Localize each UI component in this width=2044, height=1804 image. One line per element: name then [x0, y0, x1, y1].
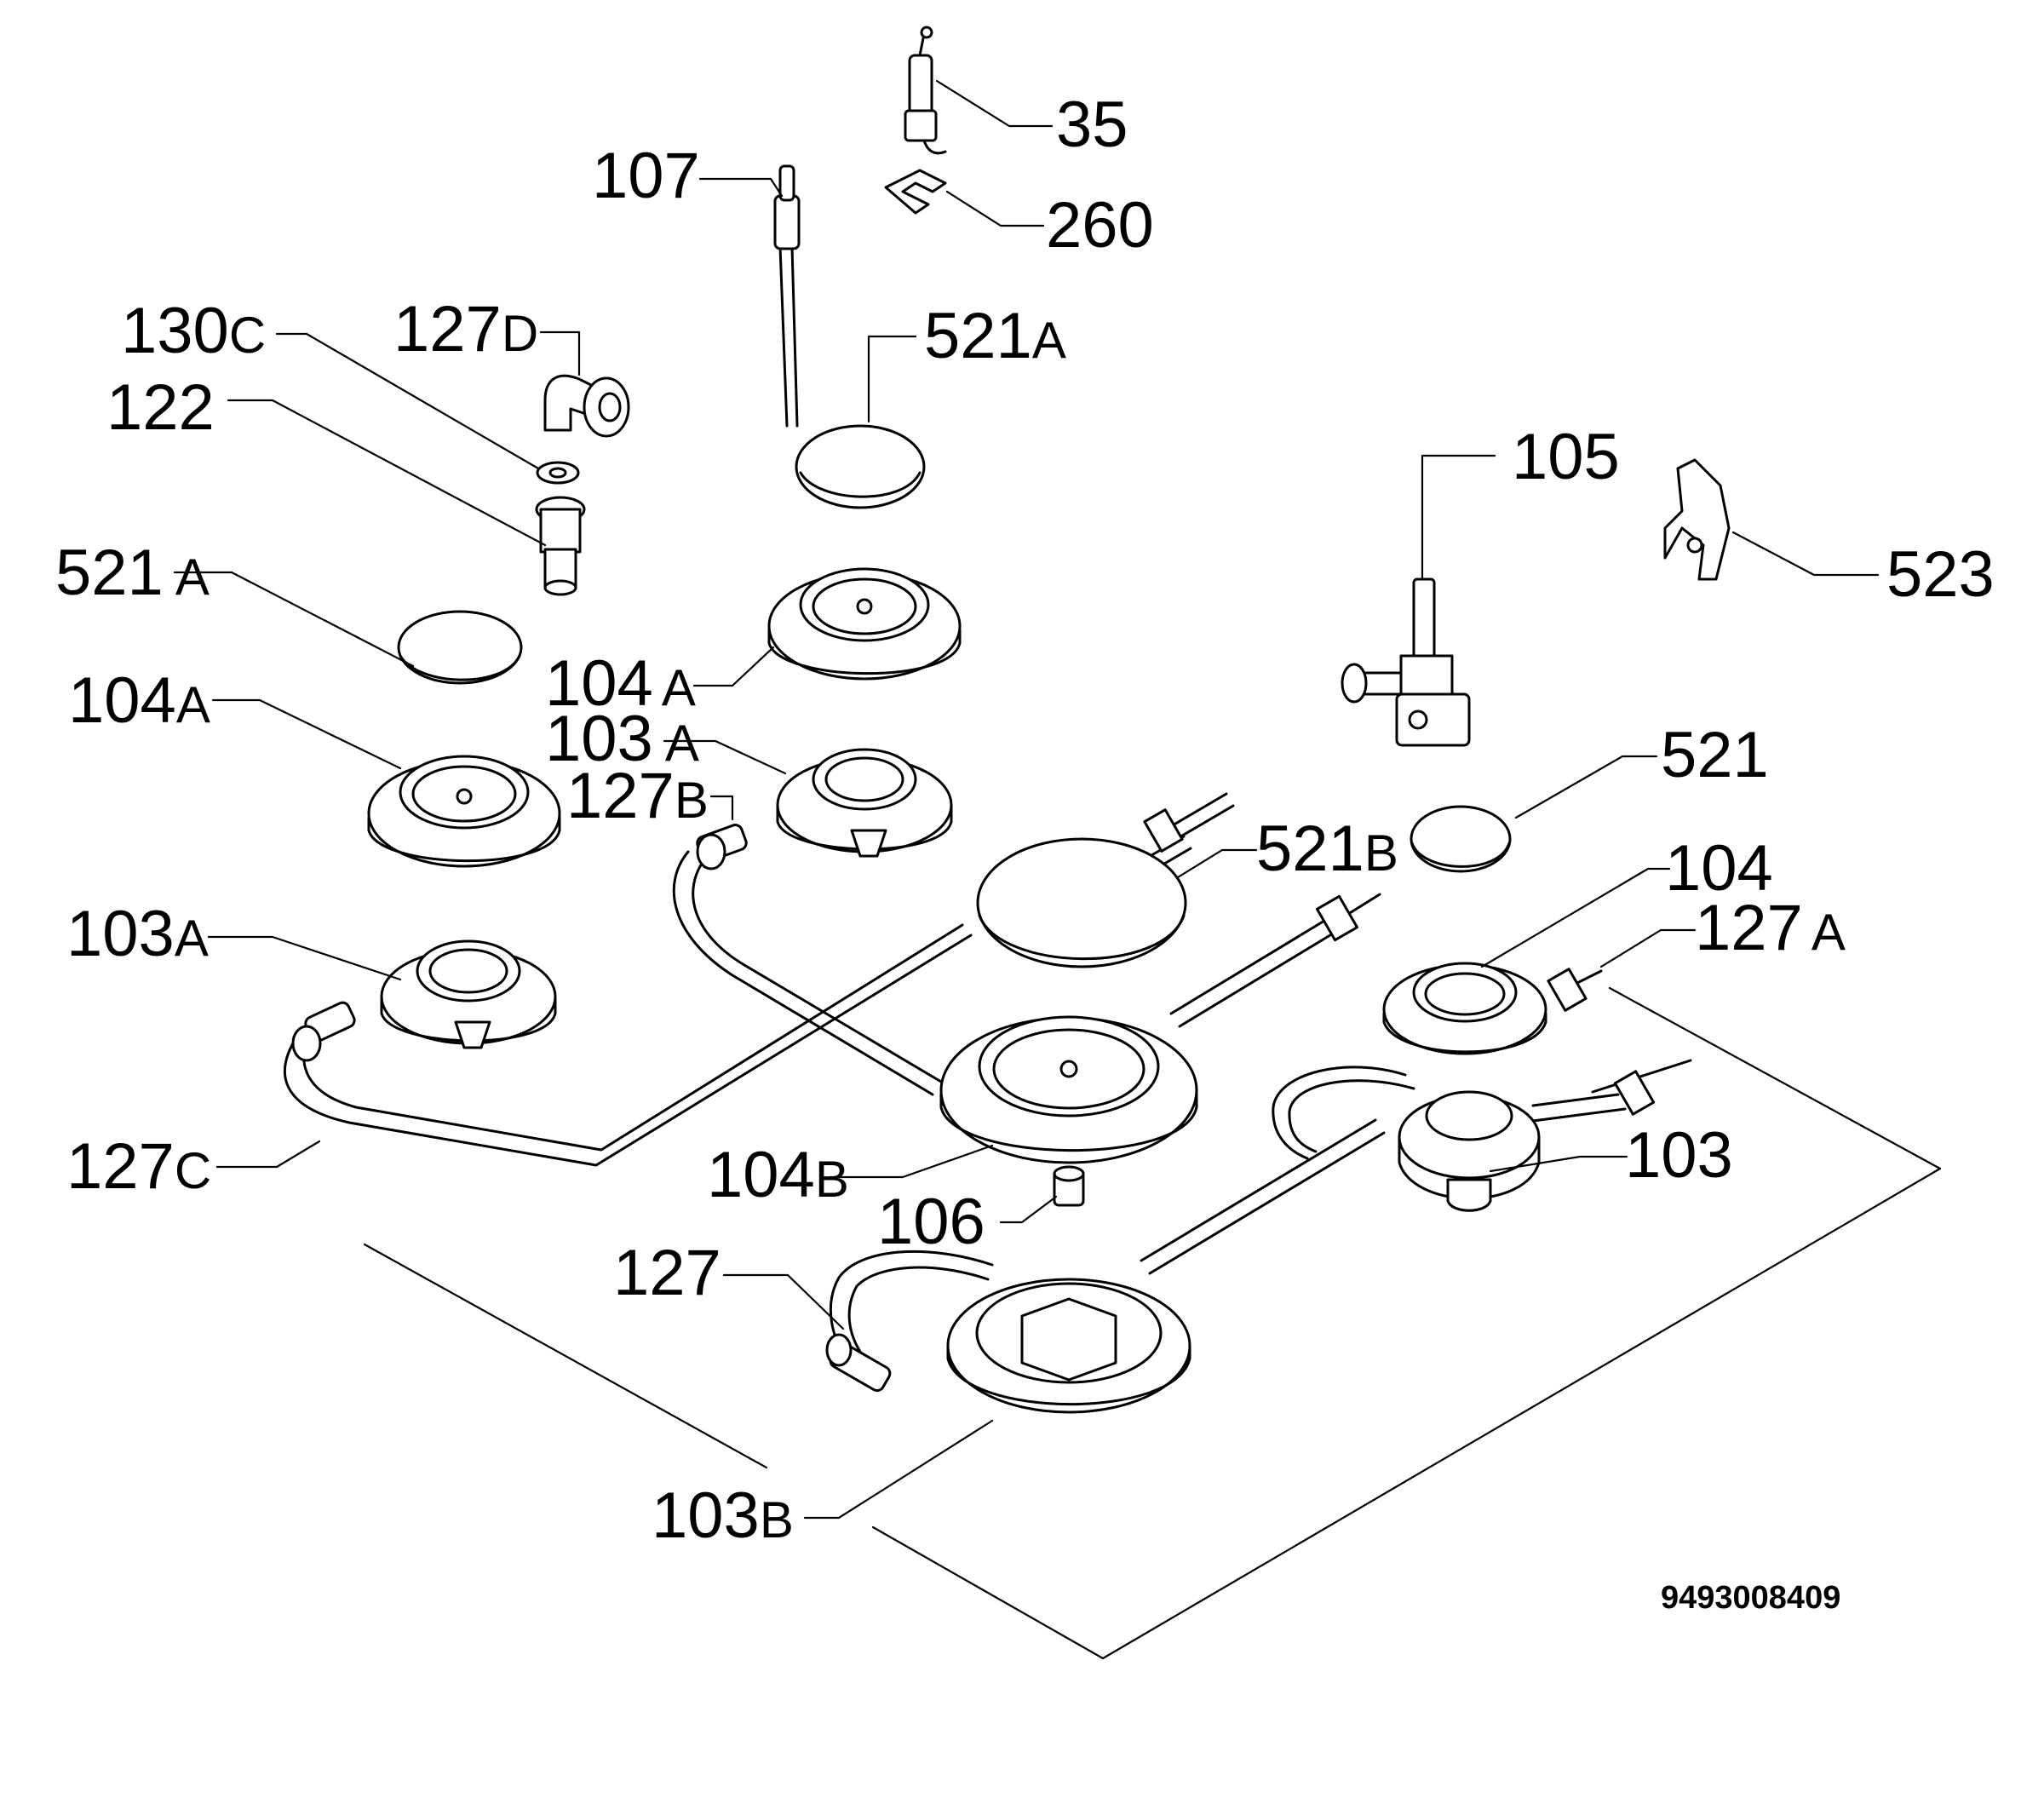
- label-103: 103: [1625, 1119, 1733, 1192]
- injector-106: [1053, 1165, 1085, 1207]
- label-104: 104: [1665, 832, 1773, 905]
- burner-cap-521b: [976, 837, 1187, 968]
- burner-104b: [939, 1015, 1198, 1164]
- burner-104: [1382, 962, 1547, 1055]
- ignition-plug-35: [904, 26, 947, 155]
- burner-base-103: [1398, 1090, 1541, 1212]
- label-107: 107: [592, 140, 700, 212]
- fitting-127c: [291, 1001, 356, 1062]
- thermocouple-107: [773, 164, 801, 428]
- burner-104a-center: [767, 567, 962, 681]
- burner-cap-521a-top: [795, 424, 926, 509]
- hob-outline: [363, 986, 1942, 1660]
- burner-base-103a-center: [776, 748, 953, 858]
- burner-104a-left: [367, 755, 561, 868]
- elbow-connector-127d: [543, 374, 630, 438]
- clip-260: [884, 169, 947, 215]
- label-104a-left: 104A: [68, 664, 210, 737]
- leader-lines: [173, 79, 1880, 1520]
- label-127c: 127C: [66, 1130, 211, 1203]
- label-127d: 127D: [393, 293, 538, 365]
- label-105: 105: [1512, 421, 1620, 493]
- label-122: 122: [106, 371, 215, 444]
- nozzle-holder-122: [535, 496, 586, 596]
- burner-cap-521: [1410, 805, 1512, 873]
- gas-valve-105: [1341, 577, 1471, 747]
- label-260: 260: [1046, 189, 1154, 261]
- label-35: 35: [1056, 89, 1128, 161]
- label-521b: 521B: [1256, 813, 1398, 885]
- label-127: 127: [613, 1237, 721, 1309]
- label-523: 523: [1886, 538, 1995, 611]
- label-103b: 103B: [652, 1479, 794, 1552]
- label-130c: 130C: [121, 295, 266, 367]
- burner-base-103a-left: [380, 939, 557, 1049]
- label-127b: 127B: [566, 760, 709, 832]
- fitting-127b: [696, 824, 748, 870]
- part-labels: 35 260 107 130C 127D 122 521A 105 523 52…: [55, 89, 1995, 1552]
- fitting-127: [825, 1333, 892, 1393]
- burner-base-103b: [946, 1278, 1191, 1414]
- washer-130c: [536, 461, 580, 485]
- label-521: 521: [1661, 719, 1769, 791]
- burner-cap-521a-left: [397, 610, 523, 685]
- drawing-number: 9493008409: [1661, 1580, 1840, 1616]
- label-521a-top: 521A: [924, 300, 1066, 372]
- label-104b: 104B: [707, 1139, 849, 1211]
- label-103a-left: 103A: [66, 898, 209, 970]
- bracket-523: [1663, 458, 1731, 581]
- label-106: 106: [877, 1186, 985, 1258]
